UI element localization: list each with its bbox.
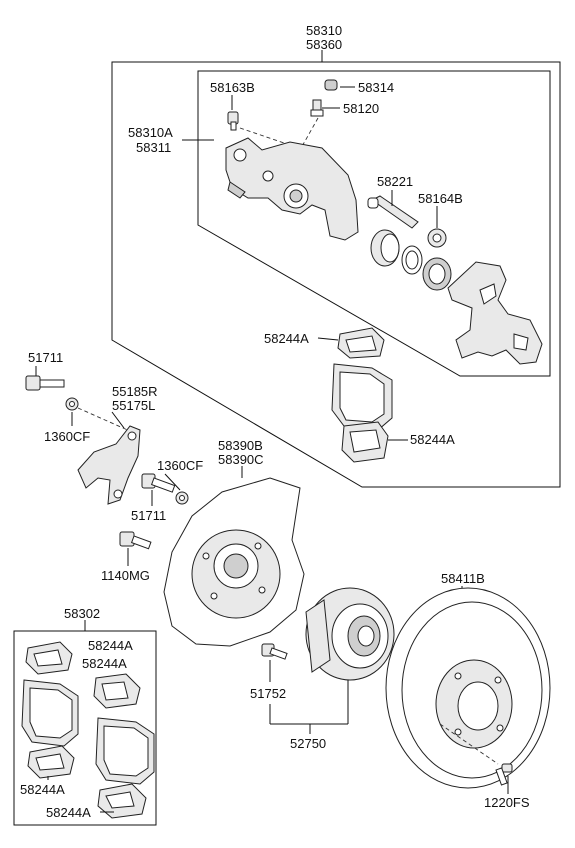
- washer-1360cf-upper-part: [65, 397, 79, 411]
- caliper-body-part: [225, 137, 359, 241]
- label-bolt-58164b: 58164B: [418, 191, 463, 206]
- dust-shield-part: [163, 477, 305, 647]
- label-screw-1220fs: 1220FS: [484, 795, 530, 810]
- seal-part: [401, 245, 423, 275]
- label-clip-58244a-lower: 58244A: [410, 432, 455, 447]
- label-kit-clip-1: 58244A: [88, 638, 133, 653]
- bolt-1140mg-part: [119, 531, 152, 550]
- label-disc-58411b: 58411B: [441, 571, 485, 586]
- pad-kit-frame: [13, 630, 157, 826]
- label-screw-58163b: 58163B: [210, 80, 255, 95]
- label-clip-58244a-upper: 58244A: [264, 331, 309, 346]
- label-washer-1360cf-upper: 1360CF: [44, 429, 90, 444]
- brake-disc-part: [385, 587, 551, 789]
- clip-58244a-upper-part: [337, 327, 385, 359]
- bolt-51711-upper-part: [25, 375, 65, 391]
- kit-clip-3-part: [27, 745, 75, 779]
- hub-bolt-51752-part: [261, 643, 288, 660]
- bleeder-58120-part: [310, 99, 324, 117]
- label-kit-clip-2: 58244A: [82, 656, 127, 671]
- screw-58163b-part: [227, 111, 239, 131]
- label-bracket-b: 55175L: [112, 398, 155, 413]
- label-shield-a: 58390B: [218, 438, 263, 453]
- label-pad-kit-58302: 58302: [64, 606, 100, 621]
- kit-clip-4-part: [97, 783, 147, 819]
- label-hub-assy-52750: 52750: [290, 736, 326, 751]
- boot-part: [422, 257, 452, 291]
- label-caliper-body-b: 58311: [136, 140, 171, 155]
- piston-part: [370, 229, 400, 267]
- label-bolt-1140mg: 1140MG: [101, 568, 150, 583]
- label-kit-clip-4: 58244A: [46, 805, 91, 820]
- kit-clip-2-part: [93, 673, 141, 709]
- guide-rod-58221-part: [367, 195, 419, 229]
- kit-pad-1-part: [21, 679, 79, 747]
- pad-upper-part: [331, 363, 393, 431]
- screw-1220fs-part: [495, 763, 513, 786]
- kit-clip-1-part: [25, 641, 73, 675]
- caliper-assembly-frame: [111, 61, 561, 488]
- label-bleeder-58120: 58120: [343, 101, 379, 116]
- label-washer-1360cf-lower: 1360CF: [157, 458, 203, 473]
- caliper-inner-frame: [197, 70, 551, 377]
- label-guide-rod-58221: 58221: [377, 174, 413, 189]
- bolt-51711-lower-part: [141, 473, 176, 493]
- label-bolt-51711-upper: 51711: [28, 350, 63, 365]
- label-hub-bolt-51752: 51752: [250, 686, 286, 701]
- bracket-part: [77, 425, 141, 505]
- clip-58244a-lower-part: [341, 421, 389, 463]
- label-cap-58314: 58314: [358, 80, 394, 95]
- label-bracket-a: 55185R: [112, 384, 158, 399]
- label-caliper-body-a: 58310A: [128, 125, 173, 140]
- cap-58314-part: [324, 79, 338, 91]
- label-bolt-51711-lower: 51711: [131, 508, 166, 523]
- bolt-58164b-part: [427, 228, 447, 248]
- label-caliper-assy-b: 58360: [306, 37, 342, 52]
- label-caliper-assy-a: 58310: [306, 23, 342, 38]
- caliper-carrier-part: [447, 261, 543, 365]
- label-shield-b: 58390C: [218, 452, 264, 467]
- washer-1360cf-lower-part: [175, 491, 189, 505]
- hub-assembly-part: [305, 587, 395, 681]
- label-kit-clip-3: 58244A: [20, 782, 65, 797]
- kit-pad-2-part: [95, 717, 155, 785]
